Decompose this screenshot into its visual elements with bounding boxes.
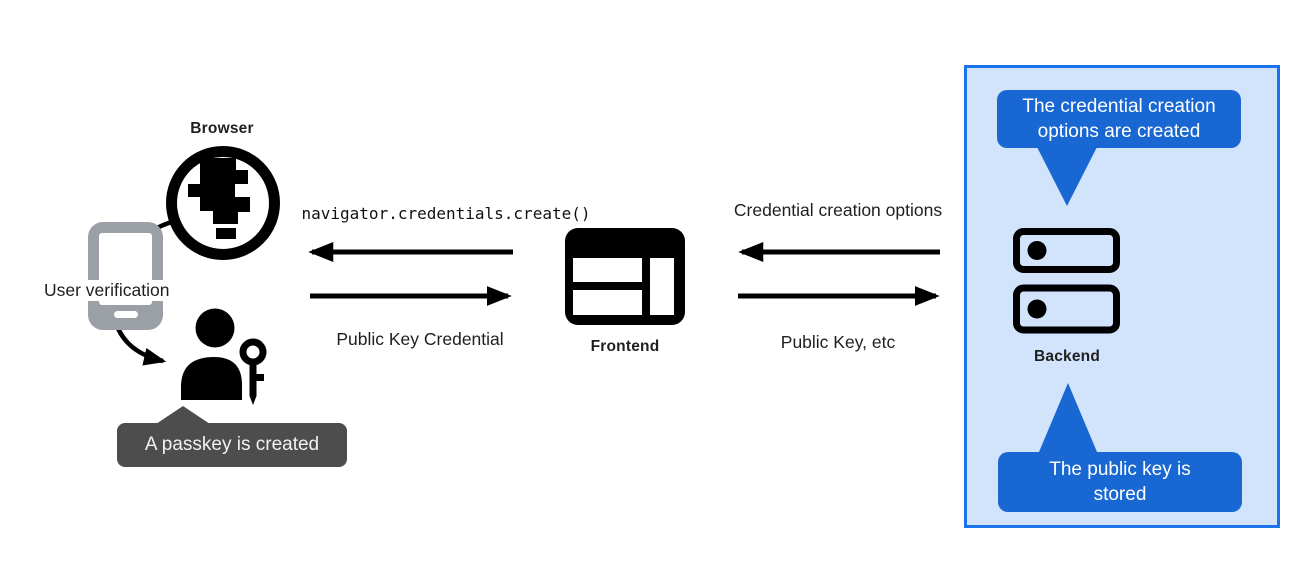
- smartphone-icon: [88, 222, 163, 330]
- backend-panel: The credential creation options are crea…: [964, 65, 1280, 528]
- public-key-stored-text: The public key is stored: [1049, 459, 1191, 505]
- public-key-etc-label: Public Key, etc: [780, 332, 896, 352]
- user-verification-label: User verification: [42, 280, 172, 301]
- server-icon: [1013, 228, 1120, 334]
- options-created-callout-tail: [1037, 147, 1097, 206]
- public-key-stored-callout-tail: [1039, 383, 1097, 452]
- globe-icon: [166, 146, 280, 260]
- public-key-credential-label: Public Key Credential: [336, 329, 504, 349]
- options-created-text: The credential creation options are crea…: [1022, 96, 1216, 142]
- credential-creation-options-label: Credential creation options: [733, 200, 943, 220]
- browser-label: Browser: [190, 120, 254, 137]
- passkey-callout-text: A passkey is created: [144, 434, 320, 455]
- options-created-callout: The credential creation options are crea…: [997, 90, 1241, 148]
- public-key-stored-callout: The public key is stored: [998, 452, 1242, 512]
- passkey-callout: A passkey is created: [117, 423, 347, 467]
- browser-window-icon: [565, 228, 685, 325]
- create-call-label: navigator.credentials.create(): [301, 204, 591, 223]
- passkey-callout-tail: [156, 406, 210, 424]
- person-key-icon: [181, 308, 267, 405]
- frontend-label: Frontend: [590, 338, 660, 355]
- backend-label: Backend: [1033, 348, 1100, 365]
